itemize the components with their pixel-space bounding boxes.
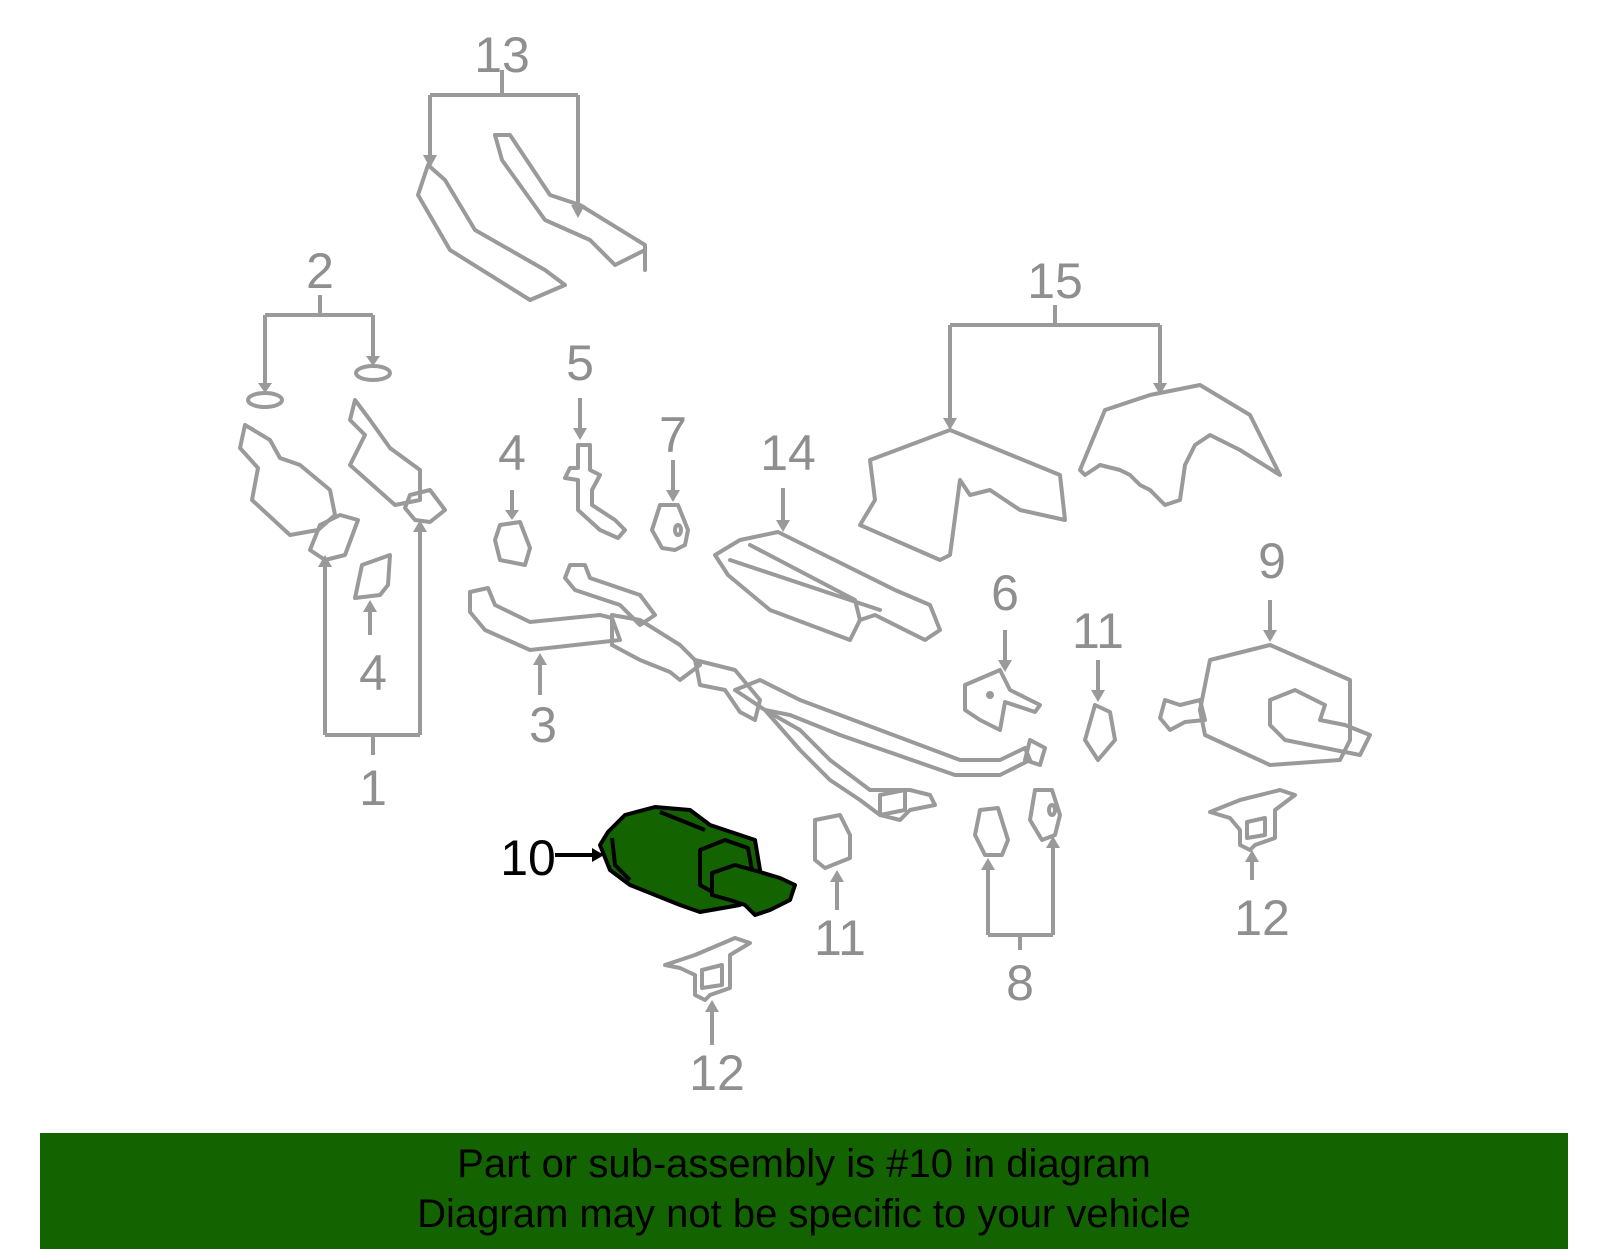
banner-line-part: Part or sub-assembly is #10 in diagram xyxy=(457,1142,1151,1186)
callout-2: 2 xyxy=(306,243,334,299)
callout-7: 7 xyxy=(659,407,687,463)
info-banner: Part or sub-assembly is #10 in diagram D… xyxy=(40,1133,1568,1249)
callout-4-lower: 4 xyxy=(359,645,387,701)
part-12-bracket-left[interactable] xyxy=(663,936,752,1045)
callout-8: 8 xyxy=(1006,955,1034,1011)
callout-12-right: 12 xyxy=(1234,890,1290,946)
callout-4-upper: 4 xyxy=(498,425,526,481)
part-1-catalytic-converters[interactable] xyxy=(238,398,447,755)
callout-5: 5 xyxy=(566,335,594,391)
part-10-muffler-highlighted[interactable] xyxy=(555,805,797,917)
part-4-gasket-lower[interactable] xyxy=(353,553,392,635)
part-mid-pipe[interactable] xyxy=(693,658,1047,822)
callout-1: 1 xyxy=(359,760,387,816)
callout-14: 14 xyxy=(760,425,816,481)
part-8-hangers[interactable] xyxy=(973,788,1062,950)
callout-3: 3 xyxy=(529,697,557,753)
callout-6: 6 xyxy=(991,565,1019,621)
part-13-heat-shields[interactable] xyxy=(416,70,647,302)
part-14-heat-shield[interactable] xyxy=(713,488,942,642)
part-11-gasket-upper[interactable] xyxy=(1083,660,1117,762)
part-15-heat-shields[interactable] xyxy=(858,305,1282,562)
part-2-gaskets[interactable] xyxy=(246,295,392,409)
exhaust-system-diagram: 13 2 1 4 4 5 xyxy=(238,27,1372,1101)
callout-11-upper: 11 xyxy=(1072,603,1124,659)
part-4-gasket-upper[interactable] xyxy=(493,490,532,567)
part-7-hanger[interactable] xyxy=(650,460,690,552)
callout-9: 9 xyxy=(1258,533,1286,589)
part-3-front-pipe[interactable] xyxy=(468,563,702,695)
callout-13: 13 xyxy=(474,27,530,83)
callout-15: 15 xyxy=(1027,253,1083,309)
part-6-bracket[interactable] xyxy=(963,630,1042,732)
callout-12-left: 12 xyxy=(689,1045,745,1101)
part-12-bracket-right[interactable] xyxy=(1208,788,1297,880)
banner-line-disclaimer: Diagram may not be specific to your vehi… xyxy=(417,1192,1191,1236)
callout-10: 10 xyxy=(500,830,556,886)
part-5-pipe[interactable] xyxy=(563,398,627,540)
part-9-muffler[interactable] xyxy=(1158,600,1372,767)
callout-11-lower: 11 xyxy=(814,910,866,966)
part-11-gasket-lower[interactable] xyxy=(813,813,852,910)
